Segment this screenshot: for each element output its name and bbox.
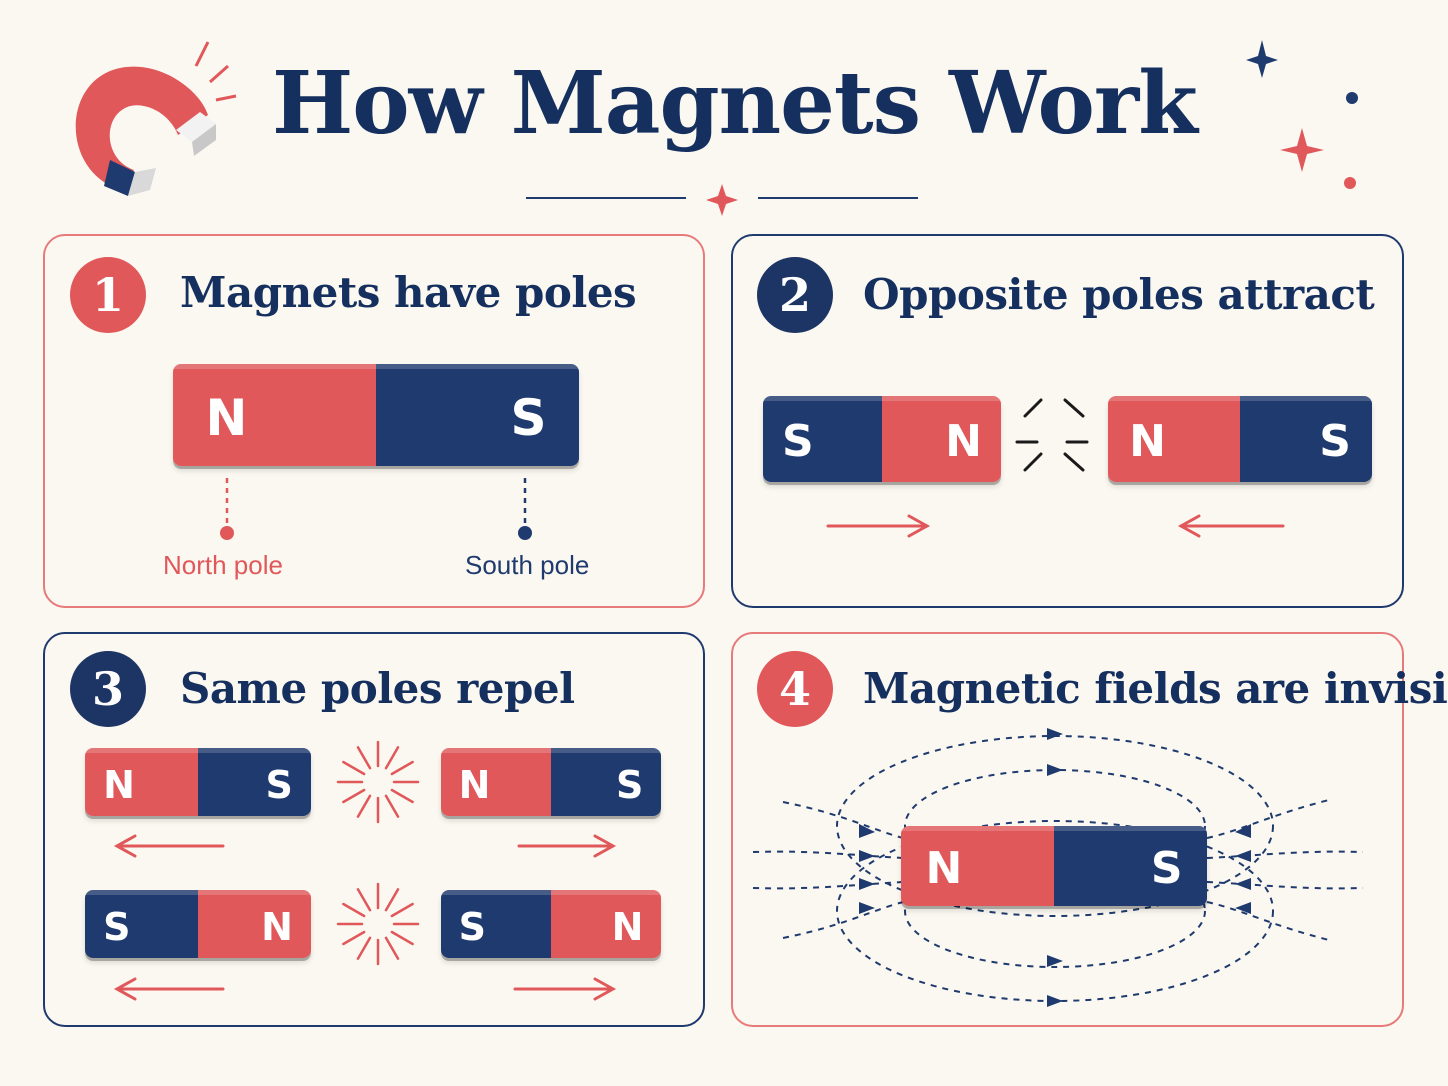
pole-label-n: N [611, 904, 644, 949]
attraction-lines-icon [1015, 398, 1089, 472]
arrow-icon [513, 977, 617, 1001]
panel-title: Magnetic fields are invisible [863, 664, 1448, 713]
arrow-icon [826, 514, 931, 538]
step-badge-2: 2 [757, 257, 833, 333]
pole-label-s: S [616, 762, 644, 807]
attraction-graphics [826, 398, 1285, 538]
step-badge-3: 3 [70, 651, 146, 727]
south-pole-label: South pole [465, 550, 590, 580]
sparkle-icon [1280, 128, 1324, 172]
horseshoe-magnet-icon [75, 41, 237, 196]
magnetic-field-lines [752, 728, 1364, 1007]
bar-magnet: N S [441, 748, 661, 816]
south-pole-segment: S [551, 748, 661, 816]
sparkle-icon [706, 184, 738, 216]
south-pole-segment: S [441, 890, 551, 958]
arrow-icon [113, 977, 225, 1001]
bar-magnet: S N [441, 890, 661, 958]
header-decoration [75, 40, 1358, 216]
pole-label-s: S [265, 762, 293, 807]
repulsion-burst-icon [336, 740, 420, 824]
panel-title: Magnets have poles [180, 268, 637, 317]
south-pole-segment: S [85, 890, 198, 958]
panel-title: Opposite poles attract [863, 270, 1375, 319]
pole-label-s: S [1319, 416, 1351, 467]
bar-magnet: N S [85, 748, 311, 816]
panel-opposite-poles-attract: 2 Opposite poles attract S N N S [731, 234, 1404, 608]
south-pole-segment: S [198, 748, 311, 816]
pole-label-n: N [103, 762, 135, 807]
bar-magnet: N S [901, 826, 1207, 906]
north-pole-segment: N [441, 748, 551, 816]
sparkle-icon [1246, 40, 1278, 78]
panel-magnets-have-poles: 1 Magnets have poles N S North pole Sout… [43, 234, 705, 608]
north-pole-segment: N [173, 364, 376, 466]
pole-label-n: N [945, 416, 982, 467]
panel-title: Same poles repel [180, 664, 575, 713]
step-badge-4: 4 [757, 651, 833, 727]
arrow-icon [517, 834, 617, 858]
pole-label-n: N [1129, 416, 1166, 467]
bar-magnet: S N [85, 890, 311, 958]
north-pole-segment: N [1108, 396, 1240, 482]
panel-magnetic-fields: 4 Magnetic fields are invisible [731, 632, 1448, 1027]
pole-label-n: N [925, 843, 963, 894]
arrow-icon [1177, 514, 1285, 538]
pole-pointer-lines [220, 478, 532, 540]
pole-label-s: S [782, 416, 814, 467]
step-badge-1: 1 [70, 257, 146, 333]
north-pole-segment: N [882, 396, 1001, 482]
pole-label-n: N [261, 904, 293, 949]
north-pole-segment: N [901, 826, 1054, 906]
south-pole-segment: S [763, 396, 882, 482]
dot-decoration [1346, 92, 1358, 104]
north-pole-label: North pole [163, 550, 283, 580]
bar-magnet-right: N S [1108, 396, 1372, 482]
page-title: How Magnets Work [272, 53, 1198, 154]
north-pole-segment: N [551, 890, 661, 958]
repulsion-burst-icon [336, 882, 420, 966]
north-pole-segment: N [198, 890, 311, 958]
arrow-icon [113, 834, 225, 858]
panel-same-poles-repel: 3 Same poles repel N S N S S N S N [43, 632, 705, 1027]
bar-magnet: N S [173, 364, 579, 466]
pole-label-s: S [1150, 843, 1183, 894]
south-pole-segment: S [1240, 396, 1372, 482]
south-pole-segment: S [1054, 826, 1207, 906]
bar-magnet-left: S N [763, 396, 1001, 482]
north-pole-segment: N [85, 748, 198, 816]
south-pole-segment: S [376, 364, 579, 466]
pole-label-s: S [103, 904, 131, 949]
pole-label-s: S [458, 904, 486, 949]
repulsion-graphics [113, 740, 617, 1001]
dot-decoration [1344, 177, 1356, 189]
pole-label-n: N [458, 762, 491, 807]
field-line-arrow-icon [859, 728, 1251, 1007]
pole-label-n: N [205, 388, 248, 447]
pole-label-s: S [510, 388, 547, 447]
